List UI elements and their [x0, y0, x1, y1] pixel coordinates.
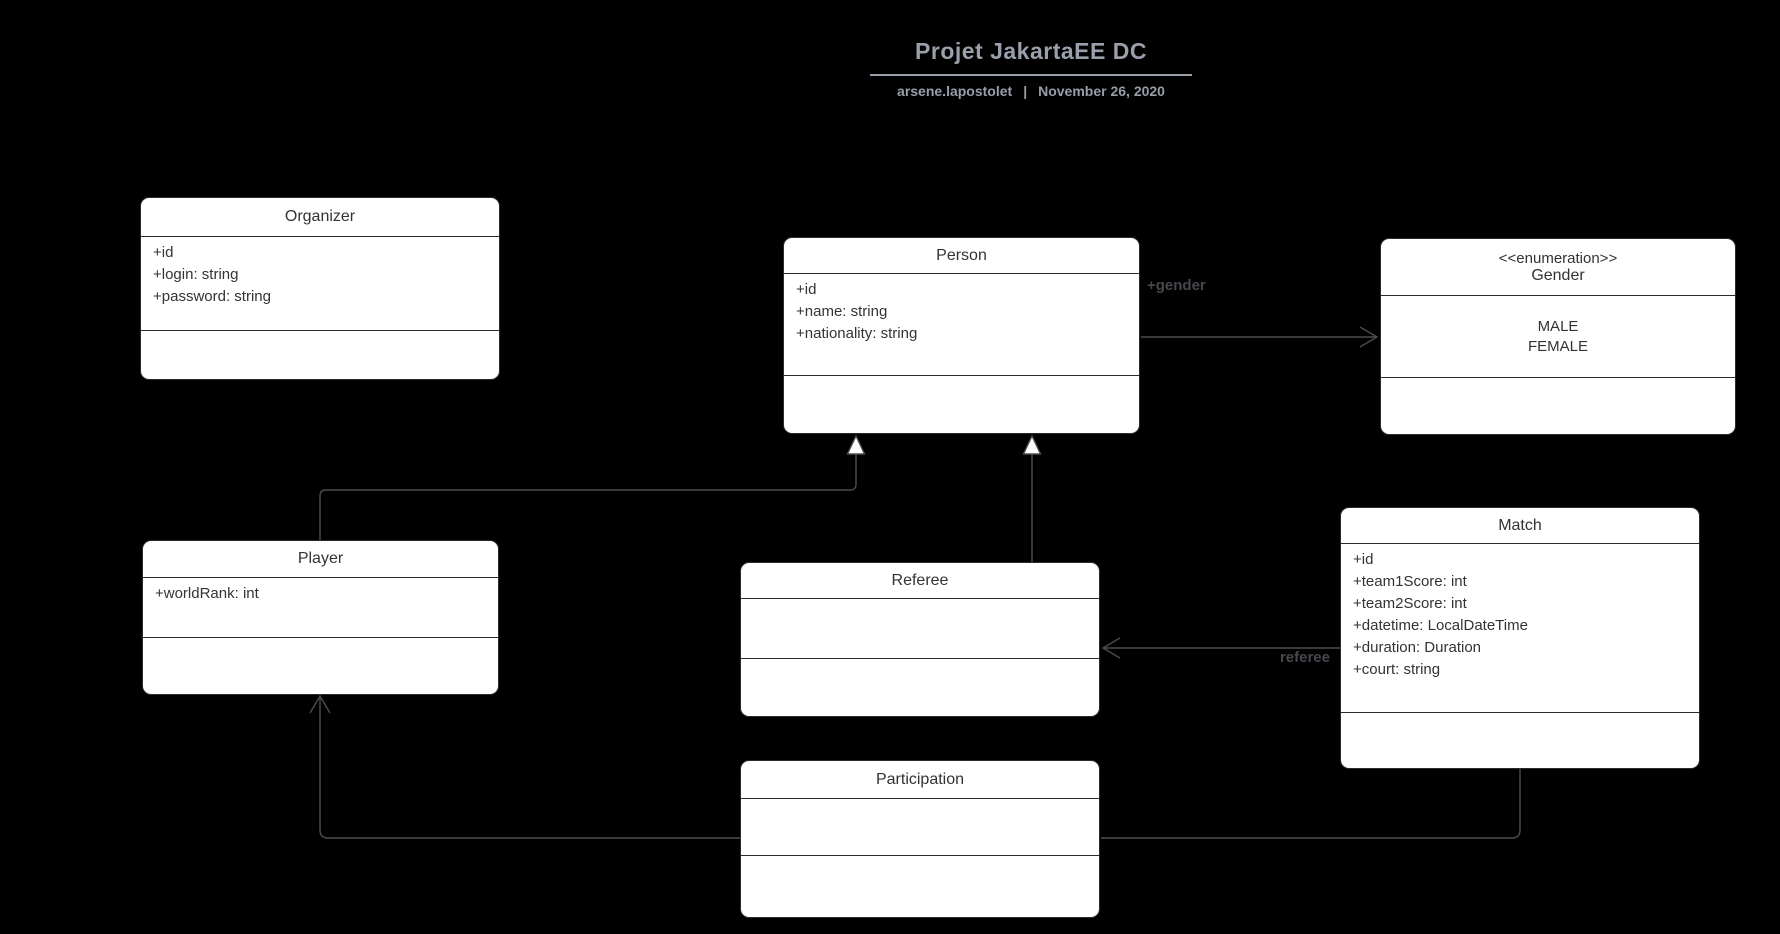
edge-label-gender: +gender [1147, 277, 1206, 294]
class-participation-attributes [741, 799, 1099, 856]
enum-gender-values: MALE FEMALE [1381, 296, 1735, 378]
diagram-meta: arsene.lapostolet | November 26, 2020 [870, 83, 1192, 99]
class-name: Player [297, 550, 344, 567]
edge-match-participation [1101, 769, 1521, 839]
open-arrowhead-referee [1101, 637, 1121, 659]
diagram-date: November 26, 2020 [1038, 83, 1165, 99]
class-participation-methods [741, 856, 1099, 861]
member-line: +court: string [1353, 661, 1441, 678]
class-participation: Participation [740, 760, 1100, 918]
class-person-attributes: +id +name: string +nationality: string [784, 274, 1139, 376]
open-arrowhead-gender [1359, 326, 1379, 348]
open-arrowhead-player [309, 694, 331, 714]
class-referee: Referee [740, 562, 1100, 717]
edge-label-referee: referee [1279, 649, 1330, 666]
member-line: +duration: Duration [1353, 639, 1481, 656]
diagram-author: arsene.lapostolet [897, 83, 1013, 99]
meta-separator: | [1023, 83, 1028, 99]
class-person-title: Person [784, 238, 1139, 274]
class-referee-methods [741, 659, 1099, 664]
class-organizer-attributes: +id +login: string +password: string [141, 237, 499, 331]
member-line: +id [153, 244, 174, 261]
enum-gender: <<enumeration>> Gender MALE FEMALE [1380, 238, 1736, 435]
class-name: Referee [891, 571, 949, 589]
edge-player-person [319, 454, 857, 540]
generalization-arrowhead-player [846, 434, 866, 455]
class-referee-attributes [741, 599, 1099, 659]
class-person-methods [784, 376, 1139, 381]
member-line: +id [796, 281, 817, 298]
member-line: +login: string [153, 266, 239, 283]
enum-gender-title: <<enumeration>> Gender [1381, 239, 1735, 296]
class-referee-title: Referee [741, 563, 1099, 599]
class-player: Player +worldRank: int [142, 540, 499, 695]
member-line: +worldRank: int [155, 585, 259, 602]
class-participation-title: Participation [741, 761, 1099, 799]
enum-gender-bottom [1381, 378, 1735, 383]
class-person: Person +id +name: string +nationality: str… [783, 237, 1140, 434]
member-line: +id [1353, 551, 1374, 568]
class-name: Participation [875, 770, 965, 788]
class-name: Match [1498, 516, 1542, 534]
class-name: Gender [1531, 266, 1585, 284]
class-player-methods [143, 638, 498, 643]
member-line: +team2Score: int [1353, 595, 1467, 612]
class-organizer: Organizer +id +login: string +password: st… [140, 197, 500, 380]
class-match-methods [1341, 713, 1699, 718]
class-player-attributes: +worldRank: int [143, 578, 498, 638]
member-line: +password: string [153, 288, 271, 305]
class-match-title: Match [1341, 508, 1699, 544]
class-organizer-methods [141, 331, 499, 336]
class-name: Person [936, 246, 987, 264]
member-line: +name: string [796, 303, 888, 320]
member-line: +nationality: string [796, 325, 918, 342]
class-organizer-title: Organizer [141, 198, 499, 237]
class-player-title: Player [143, 541, 498, 578]
class-match: Match +id +team1Score: int +team2Score: in… [1340, 507, 1700, 769]
member-line: +team1Score: int [1353, 573, 1467, 590]
generalization-arrowhead-referee [1022, 434, 1042, 455]
member-line: +datetime: LocalDateTime [1353, 617, 1528, 634]
enum-stereotype: <<enumeration>> [1498, 249, 1618, 267]
diagram-title: Projet JakartaEE DC [870, 38, 1192, 76]
class-match-attributes: +id +team1Score: int +team2Score: int +date… [1341, 544, 1699, 713]
diagram-title-block: Projet JakartaEE DC arsene.lapostolet | No… [870, 38, 1192, 99]
class-name: Organizer [284, 208, 356, 225]
edge-participation-player [319, 698, 740, 839]
member-line: MALE [1537, 317, 1579, 335]
member-line: FEMALE [1527, 337, 1588, 355]
